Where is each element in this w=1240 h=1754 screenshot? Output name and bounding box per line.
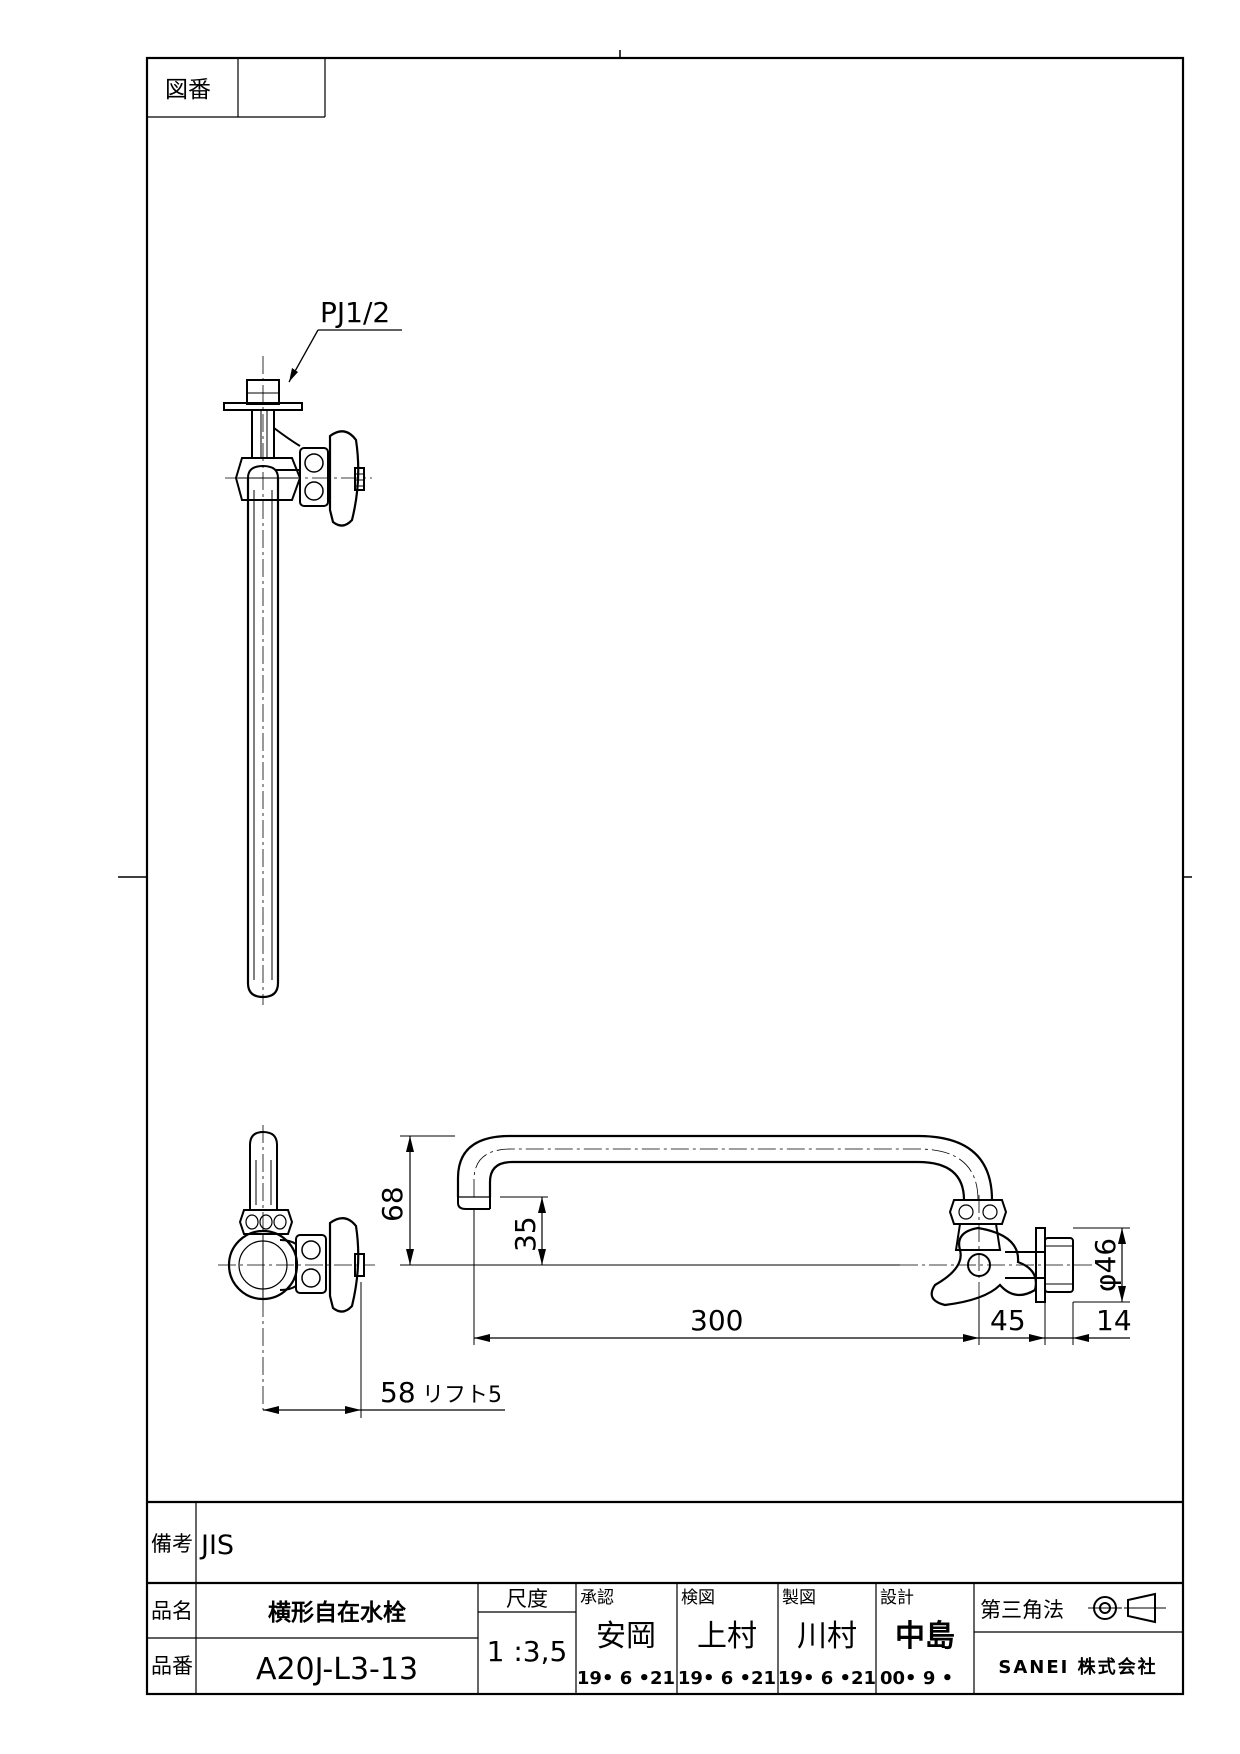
checked-name: 上村 [697, 1619, 757, 1654]
approved-date: 19• 6 •21 [577, 1668, 675, 1689]
side-view [223, 356, 372, 1005]
dimension-diameter-value: φ46 [1089, 1238, 1122, 1292]
title-block-text: 備考 JIS 品名 横形自在水栓 品番 A20J-L3-13 尺度 1 :3,5… [151, 1530, 1157, 1689]
dimension-68-value: 68 [376, 1186, 409, 1222]
dimension-58: 58 リフト5 [263, 1282, 505, 1418]
dimension-labels: 68 35 300 45 14 φ46 [376, 1186, 1132, 1337]
title-block [147, 1500, 1183, 1694]
checked-date: 19• 6 •21 [678, 1668, 776, 1689]
projection-label: 第三角法 [980, 1598, 1064, 1622]
product-name-value: 横形自在水栓 [268, 1599, 406, 1626]
company-name: SANEI 株式会社 [998, 1656, 1157, 1678]
dimension-lift-value: リフト5 [422, 1383, 502, 1408]
dimension-14-value: 14 [1096, 1304, 1132, 1337]
front-view-left [218, 1125, 375, 1410]
dimension-35-value: 35 [509, 1216, 542, 1252]
dimension-58-value: 58 [380, 1376, 416, 1409]
thread-callout-label: PJ1/2 [320, 296, 390, 329]
designed-name: 中島 [895, 1619, 955, 1654]
designed-label: 設計 [880, 1588, 914, 1608]
product-name-label: 品名 [151, 1599, 193, 1623]
approved-label: 承認 [580, 1588, 614, 1608]
front-view-main [456, 1134, 1095, 1340]
remarks-value: JIS [199, 1530, 234, 1561]
part-number-label: 品番 [151, 1654, 193, 1678]
approved-name: 安岡 [596, 1619, 656, 1654]
sheet-frame [118, 50, 1192, 1696]
drafted-name: 川村 [797, 1619, 857, 1654]
dimension-45-value: 45 [990, 1304, 1026, 1337]
drafted-date: 19• 6 •21 [778, 1668, 876, 1689]
part-number-value: A20J-L3-13 [256, 1652, 418, 1687]
designed-date: 00• 9 • [880, 1668, 953, 1689]
remarks-label: 備考 [151, 1532, 193, 1556]
projection-symbol-icon [1088, 1592, 1166, 1624]
dimension-300-value: 300 [690, 1304, 743, 1337]
checked-label: 検図 [681, 1588, 715, 1608]
drawing-number-box: 図番 [147, 58, 326, 118]
thread-callout: PJ1/2 [288, 296, 402, 383]
drafted-label: 製図 [782, 1588, 816, 1608]
scale-value: 1 :3,5 [487, 1635, 568, 1668]
dimension-arrows [406, 1136, 1126, 1342]
drawing-number-label: 図番 [165, 77, 211, 103]
scale-label: 尺度 [506, 1587, 548, 1611]
